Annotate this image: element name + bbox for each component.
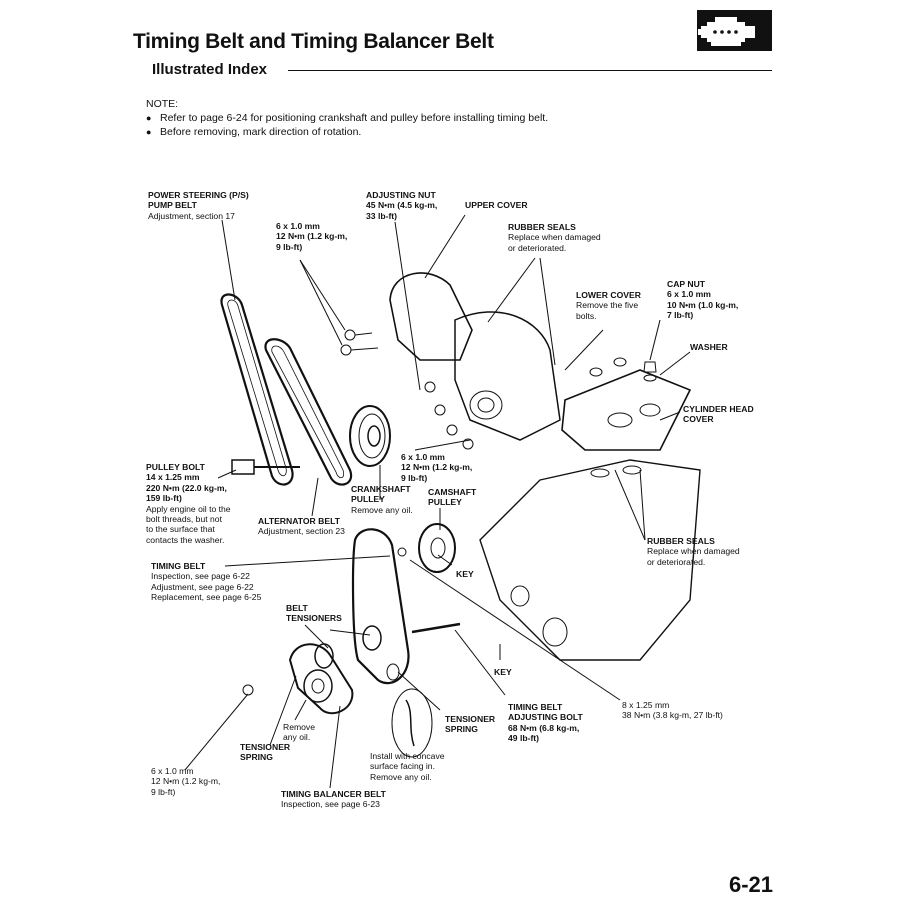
page-title: Timing Belt and Timing Balancer Belt [133, 30, 494, 53]
note-item: Before removing, mark direction of rotat… [146, 125, 548, 139]
label-alternator-belt: ALTERNATOR BELT Adjustment, section 23 [258, 516, 345, 537]
label-timing-balancer-belt: TIMING BALANCER BELT Inspection, see pag… [281, 789, 386, 810]
label-key-upper: KEY [456, 569, 474, 579]
title-rule [288, 70, 772, 71]
engine-icon [697, 10, 772, 51]
label-washer: WASHER [690, 342, 728, 352]
label-upper-cover: UPPER COVER [465, 200, 528, 210]
label-ps-pump-belt: POWER STEERING (P/S)PUMP BELT Adjustment… [148, 190, 249, 221]
note-item: Refer to page 6-24 for positioning crank… [146, 111, 548, 125]
page-number: 6-21 [729, 872, 774, 897]
page-subtitle: Illustrated Index [152, 61, 268, 78]
note-heading: NOTE: [146, 98, 179, 110]
label-key-lower: KEY [494, 667, 512, 677]
note-block: NOTE: Refer to page 6-24 for positioning… [146, 97, 548, 139]
